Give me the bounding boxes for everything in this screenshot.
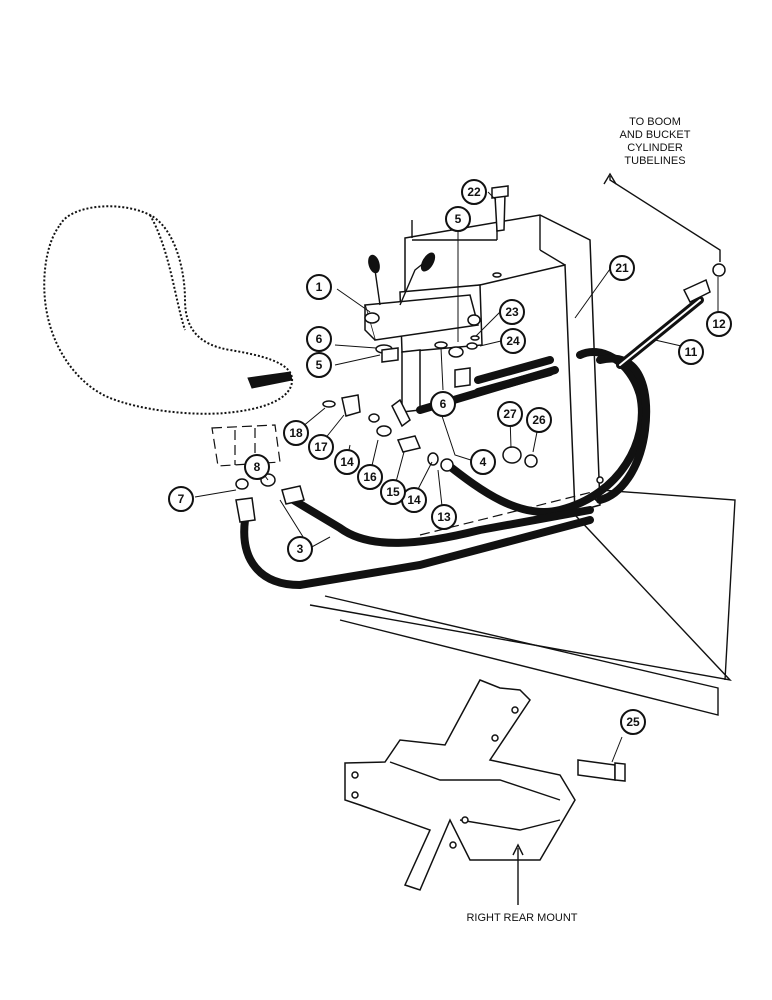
svg-text:12: 12 xyxy=(712,317,726,331)
svg-text:4: 4 xyxy=(480,455,487,469)
callout-12: 12 xyxy=(706,311,732,337)
svg-text:21: 21 xyxy=(615,261,629,275)
callout-8: 8 xyxy=(244,454,270,480)
callout-15: 15 xyxy=(380,479,406,505)
hoses xyxy=(240,296,704,590)
bolt-22 xyxy=(491,185,509,232)
callout-6a: 6 xyxy=(306,326,332,352)
callout-5b: 5 xyxy=(306,352,332,378)
svg-text:11: 11 xyxy=(685,345,698,359)
svg-text:3: 3 xyxy=(297,542,304,556)
callout-7: 7 xyxy=(168,486,194,512)
right-rear-mount-label: RIGHT REAR MOUNT xyxy=(466,912,578,924)
right-rear-mount xyxy=(344,679,626,905)
boom-bucket-note: TO BOOM AND BUCKET CYLINDER TUBELINES xyxy=(619,116,691,167)
callout-6b: 6 xyxy=(430,391,456,417)
hose-end-fittings xyxy=(235,278,711,523)
callout-22: 22 xyxy=(461,179,487,205)
svg-text:6: 6 xyxy=(440,397,447,411)
svg-text:25: 25 xyxy=(626,715,640,729)
callout-1: 1 xyxy=(306,274,332,300)
svg-text:23: 23 xyxy=(505,305,519,319)
callout-18: 18 xyxy=(283,420,309,446)
callout-21: 21 xyxy=(609,255,635,281)
svg-text:22: 22 xyxy=(467,185,481,199)
callout-14a: 14 xyxy=(334,449,360,475)
svg-text:8: 8 xyxy=(254,460,261,474)
svg-text:14: 14 xyxy=(340,455,354,469)
svg-text:5: 5 xyxy=(455,212,462,226)
svg-text:27: 27 xyxy=(503,407,517,421)
control-valve xyxy=(364,220,498,341)
svg-text:16: 16 xyxy=(363,470,377,484)
svg-text:7: 7 xyxy=(178,492,185,506)
callout-5a: 5 xyxy=(445,206,471,232)
callout-17: 17 xyxy=(308,434,334,460)
svg-text:13: 13 xyxy=(437,510,451,524)
callout-25: 25 xyxy=(620,709,646,735)
callout-23: 23 xyxy=(499,299,525,325)
callout-14b: 14 xyxy=(401,487,427,513)
svg-text:24: 24 xyxy=(506,334,520,348)
callout-24: 24 xyxy=(500,328,526,354)
svg-text:6: 6 xyxy=(316,332,323,346)
callout-26: 26 xyxy=(526,407,552,433)
callout-4: 4 xyxy=(470,449,496,475)
svg-text:15: 15 xyxy=(386,485,400,499)
callout-27: 27 xyxy=(497,401,523,427)
seat-outline xyxy=(43,205,294,415)
svg-text:18: 18 xyxy=(289,426,303,440)
valve-mount-block xyxy=(211,424,281,467)
callout-3: 3 xyxy=(287,536,313,562)
valve-fittings xyxy=(322,335,538,468)
callout-11: 11 xyxy=(678,339,704,365)
callouts: 1 3 4 5 5 6 6 7 8 11 12 13 14 14 15 16 1… xyxy=(168,179,732,735)
svg-text:26: 26 xyxy=(532,413,546,427)
svg-text:5: 5 xyxy=(316,358,323,372)
callout-13: 13 xyxy=(431,504,457,530)
tubeline-direction-arrow xyxy=(603,172,726,277)
svg-text:14: 14 xyxy=(407,493,421,507)
svg-text:17: 17 xyxy=(314,440,328,454)
svg-text:1: 1 xyxy=(316,280,323,294)
callout-16: 16 xyxy=(357,464,383,490)
